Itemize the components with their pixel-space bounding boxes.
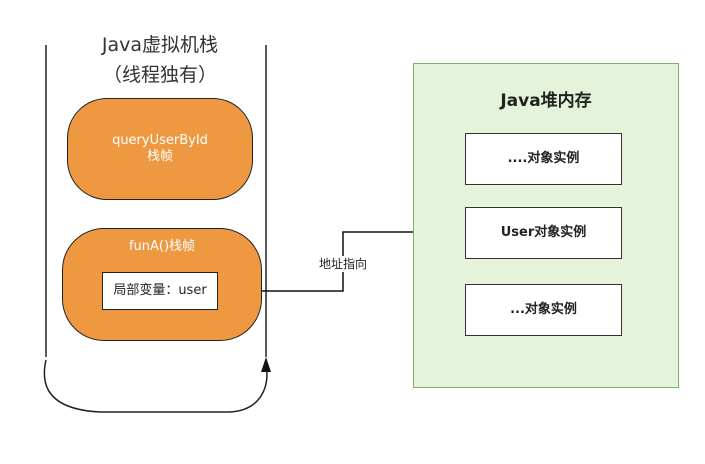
frame-name: funA()栈帧 — [128, 239, 196, 254]
local-variable-user: 局部变量：user — [102, 272, 218, 310]
loop-arrow-icon — [261, 357, 271, 372]
heap-object-user: User对象实例 — [465, 207, 622, 259]
heap-object-3: ...对象实例 — [465, 284, 622, 336]
java-heap-title: Java堆内存 — [500, 91, 592, 111]
frame-suffix: 栈帧 — [146, 149, 173, 164]
jvm-stack-title: Java虚拟机栈 （线程独有） — [60, 30, 260, 90]
heap-object-1: ....对象实例 — [465, 133, 622, 185]
reference-label: 地址指向 — [312, 256, 374, 272]
stack-loop-curve — [43, 359, 268, 413]
stack-frame-query-user-by-id: queryUserById 栈帧 — [67, 98, 253, 200]
jvm-stack-title-line1: Java虚拟机栈 — [101, 34, 219, 56]
jvm-stack-title-line2: （线程独有） — [102, 64, 217, 86]
frame-name: queryUserById — [112, 133, 208, 148]
